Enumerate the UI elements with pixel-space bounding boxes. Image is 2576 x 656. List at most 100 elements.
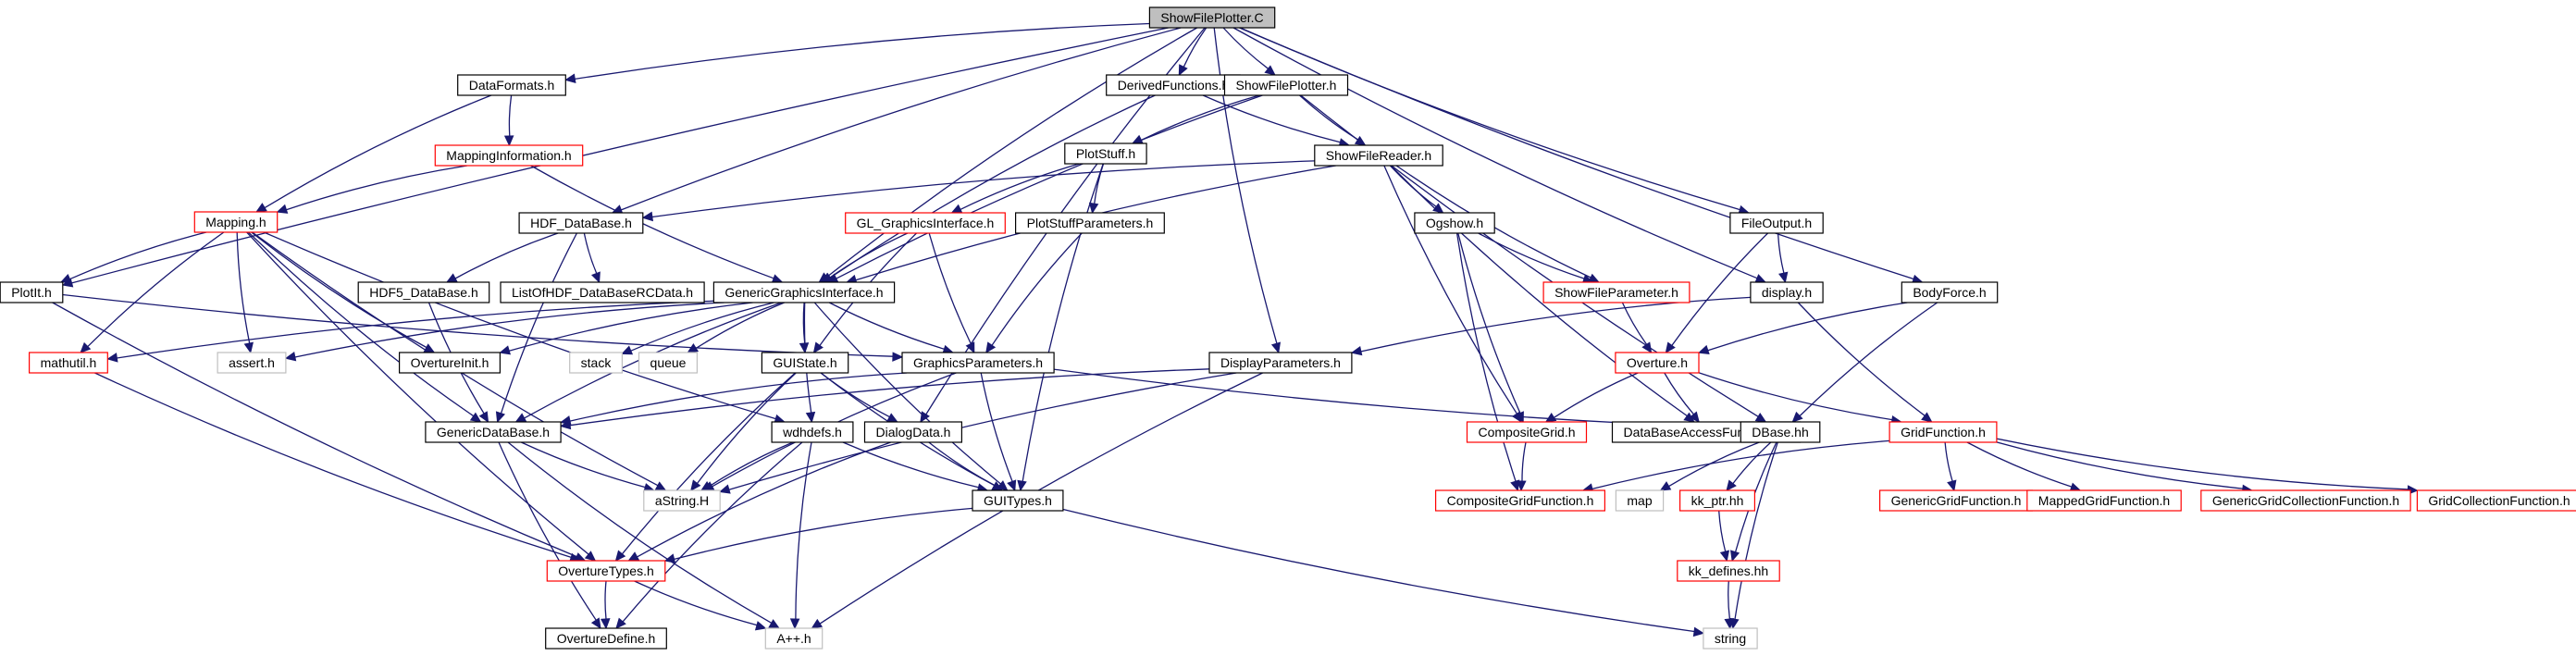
- node-dialogdata[interactable]: DialogData.h: [863, 421, 963, 443]
- edge-line: [622, 441, 803, 623]
- node-overtureinit[interactable]: OvertureInit.h: [399, 352, 502, 374]
- edge-line: [94, 372, 572, 559]
- edge-line: [498, 441, 597, 621]
- edge-line: [569, 372, 908, 422]
- node-showfileparameter[interactable]: ShowFileParameter.h: [1542, 281, 1690, 303]
- node-showfilereader[interactable]: ShowFileReader.h: [1314, 144, 1443, 167]
- arrowhead: [1689, 411, 1700, 423]
- node-box: [1703, 627, 1758, 650]
- node-wdhdefs[interactable]: wdhdefs.h: [771, 421, 854, 443]
- edge-line: [1213, 27, 1278, 344]
- arrowhead: [1921, 412, 1933, 423]
- node-plotit[interactable]: PlotIt.h: [0, 281, 64, 303]
- node-plotstuff[interactable]: PlotStuff.h: [1064, 142, 1147, 165]
- arrowhead: [255, 203, 267, 213]
- node-box: [1542, 281, 1690, 303]
- node-kk_ptr[interactable]: kk_ptr.hh: [1678, 489, 1755, 512]
- edge-genericdatabase-to-overturedefine: [498, 441, 601, 630]
- node-compositegridfunction[interactable]: CompositeGridFunction.h: [1434, 489, 1605, 512]
- node-ogshow[interactable]: Ogshow.h: [1414, 212, 1495, 234]
- node-bodyforce[interactable]: BodyForce.h: [1901, 281, 1999, 303]
- node-overturedefine[interactable]: OvertureDefine.h: [545, 627, 667, 650]
- edge-line: [508, 94, 513, 137]
- edge-line: [621, 27, 1182, 211]
- node-gl_graphics[interactable]: GL_GraphicsInterface.h: [845, 212, 1006, 234]
- node-label: A++.h: [776, 631, 811, 646]
- edge-dialogdata-to-guitypes: [928, 441, 1004, 491]
- node-displayparams[interactable]: DisplayParameters.h: [1208, 352, 1353, 374]
- edge-line: [500, 232, 577, 415]
- edge-mapping-to-mathutil: [80, 231, 225, 353]
- node-dbase[interactable]: DBase.hh: [1740, 421, 1821, 443]
- node-gridfunction[interactable]: GridFunction.h: [1889, 421, 1998, 443]
- node-label: DataFormats.h: [469, 78, 555, 93]
- node-overturetypes[interactable]: OvertureTypes.h: [546, 560, 666, 582]
- edge-line: [71, 27, 1169, 284]
- edge-line: [1621, 302, 1648, 345]
- node-label: BodyForce.h: [1913, 285, 1986, 300]
- node-label: DerivedFunctions.h: [1118, 78, 1230, 93]
- node-mappinginformation[interactable]: MappingInformation.h: [434, 144, 584, 167]
- node-kk_defines[interactable]: kk_defines.hh: [1677, 560, 1780, 582]
- edge-kk_defines-to-string: [1724, 580, 1734, 630]
- edge-dataformats-to-mapping: [255, 94, 492, 213]
- node-genericgraphics[interactable]: GenericGraphicsInterface.h: [712, 281, 896, 303]
- edge-gridfunction-to-genericgridfunction: [1944, 441, 1957, 492]
- node-label: OvertureInit.h: [411, 355, 489, 370]
- node-queue[interactable]: queue: [638, 352, 699, 374]
- node-box: [1750, 281, 1824, 303]
- arrowhead: [1729, 550, 1740, 563]
- node-aplusplus[interactable]: A++.h: [764, 627, 824, 650]
- node-mathutil[interactable]: mathutil.h: [29, 352, 108, 374]
- node-overture[interactable]: Overture.h: [1615, 352, 1700, 374]
- node-listofhdf[interactable]: ListOfHDF_DataBaseRCData.h: [500, 281, 705, 303]
- node-map[interactable]: map: [1615, 489, 1665, 512]
- node-mapping[interactable]: Mapping.h: [193, 211, 279, 233]
- edge-line: [1668, 441, 1760, 488]
- node-mappedgridfunction[interactable]: MappedGridFunction.h: [2026, 489, 2182, 512]
- edge-displayparams-to-genericdatabase: [559, 368, 1210, 430]
- node-label: GridCollectionFunction.h: [2428, 493, 2570, 508]
- node-box: [1615, 352, 1700, 374]
- edge-root-to-display: [1232, 27, 1767, 283]
- node-gridcollection[interactable]: GridCollectionFunction.h: [2416, 489, 2576, 512]
- node-label: Ogshow.h: [1426, 216, 1483, 230]
- node-string[interactable]: string: [1703, 627, 1758, 650]
- node-fileoutput[interactable]: FileOutput.h: [1729, 212, 1824, 234]
- edge-line: [1799, 302, 1938, 417]
- node-box: [1901, 281, 1999, 303]
- node-box: [1208, 352, 1353, 374]
- arrowhead: [1517, 480, 1527, 492]
- node-showfileplotter_h[interactable]: ShowFilePlotter.h: [1223, 74, 1349, 96]
- node-label: ShowFilePlotter.h: [1236, 78, 1337, 93]
- edge-line: [530, 165, 774, 279]
- edge-line: [1232, 27, 1758, 279]
- node-box: [357, 281, 490, 303]
- edge-line: [1591, 439, 1890, 490]
- node-stack[interactable]: stack: [569, 352, 624, 374]
- arrowhead: [1791, 411, 1803, 423]
- arrowhead: [423, 343, 436, 353]
- node-genericgridcollection[interactable]: GenericGridCollectionFunction.h: [2200, 489, 2411, 512]
- node-dataformats[interactable]: DataFormats.h: [457, 74, 566, 96]
- node-genericgridfunction[interactable]: GenericGridFunction.h: [1878, 489, 2033, 512]
- node-label: OvertureTypes.h: [558, 563, 654, 578]
- node-hdf_database[interactable]: HDF_DataBase.h: [518, 212, 644, 234]
- node-genericdatabase[interactable]: GenericDataBase.h: [425, 421, 562, 443]
- node-hdf5_database[interactable]: HDF5_DataBase.h: [357, 281, 490, 303]
- edge-line: [1707, 302, 1908, 352]
- arrowhead: [687, 342, 700, 353]
- node-derivedfunctions[interactable]: DerivedFunctions.h: [1106, 74, 1241, 96]
- node-display[interactable]: display.h: [1750, 281, 1824, 303]
- node-graphicsparams[interactable]: GraphicsParameters.h: [901, 352, 1055, 374]
- node-astring[interactable]: aString.H: [643, 489, 721, 512]
- arrowhead: [584, 551, 597, 562]
- node-compositegrid[interactable]: CompositeGrid.h: [1466, 421, 1588, 443]
- node-guitypes[interactable]: GUITypes.h: [972, 489, 1064, 512]
- node-plotstuffparams[interactable]: PlotStuffParameters.h: [1014, 212, 1165, 234]
- node-guistate[interactable]: GUIState.h: [761, 352, 849, 374]
- arrowhead: [886, 413, 898, 423]
- node-root[interactable]: ShowFilePlotter.C: [1148, 6, 1276, 29]
- arrowhead: [106, 353, 118, 363]
- node-assert[interactable]: assert.h: [217, 352, 287, 374]
